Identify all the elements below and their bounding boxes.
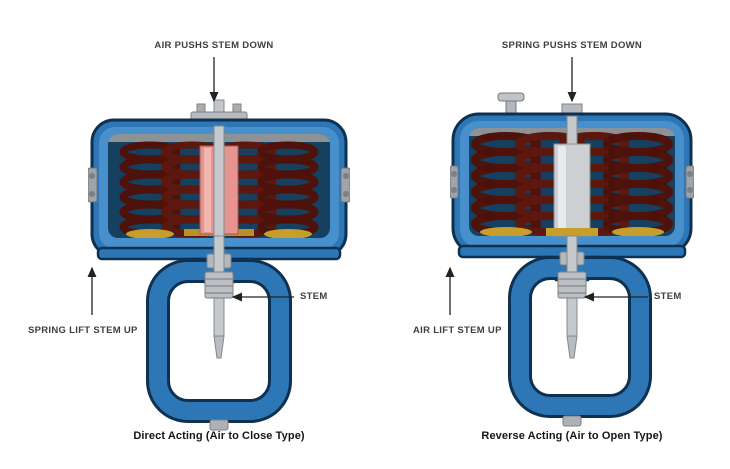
- actuator-reverse-acting: [450, 92, 694, 427]
- stem-assembly: [557, 235, 587, 359]
- caption-direct-acting: Direct Acting (Air to Close Type): [133, 430, 305, 442]
- flange-bolt-left: [450, 165, 459, 199]
- flange-bolt-right: [340, 167, 350, 203]
- inner-cylinder-gray: [546, 143, 598, 237]
- label-stem-left: STEM: [300, 291, 328, 302]
- label-air-lift-stem-up: AIR LIFT STEM UP: [413, 325, 502, 336]
- label-air-pushes-stem-down: AIR PUSHS STEM DOWN: [154, 40, 274, 51]
- stem-upper: [213, 125, 225, 239]
- caption-reverse-acting: Reverse Acting (Air to Open Type): [481, 430, 663, 442]
- flange-bolt-left: [88, 167, 98, 203]
- stem-assembly: [204, 235, 234, 359]
- yoke: [508, 256, 652, 427]
- flange-bolt-right: [685, 165, 694, 199]
- actuator-direct-acting: [88, 99, 350, 431]
- label-spring-lift-stem-up: SPRING LIFT STEM UP: [28, 325, 138, 336]
- label-spring-pushes-stem-down: SPRING PUSHS STEM DOWN: [501, 40, 643, 51]
- label-stem-right: STEM: [654, 291, 682, 302]
